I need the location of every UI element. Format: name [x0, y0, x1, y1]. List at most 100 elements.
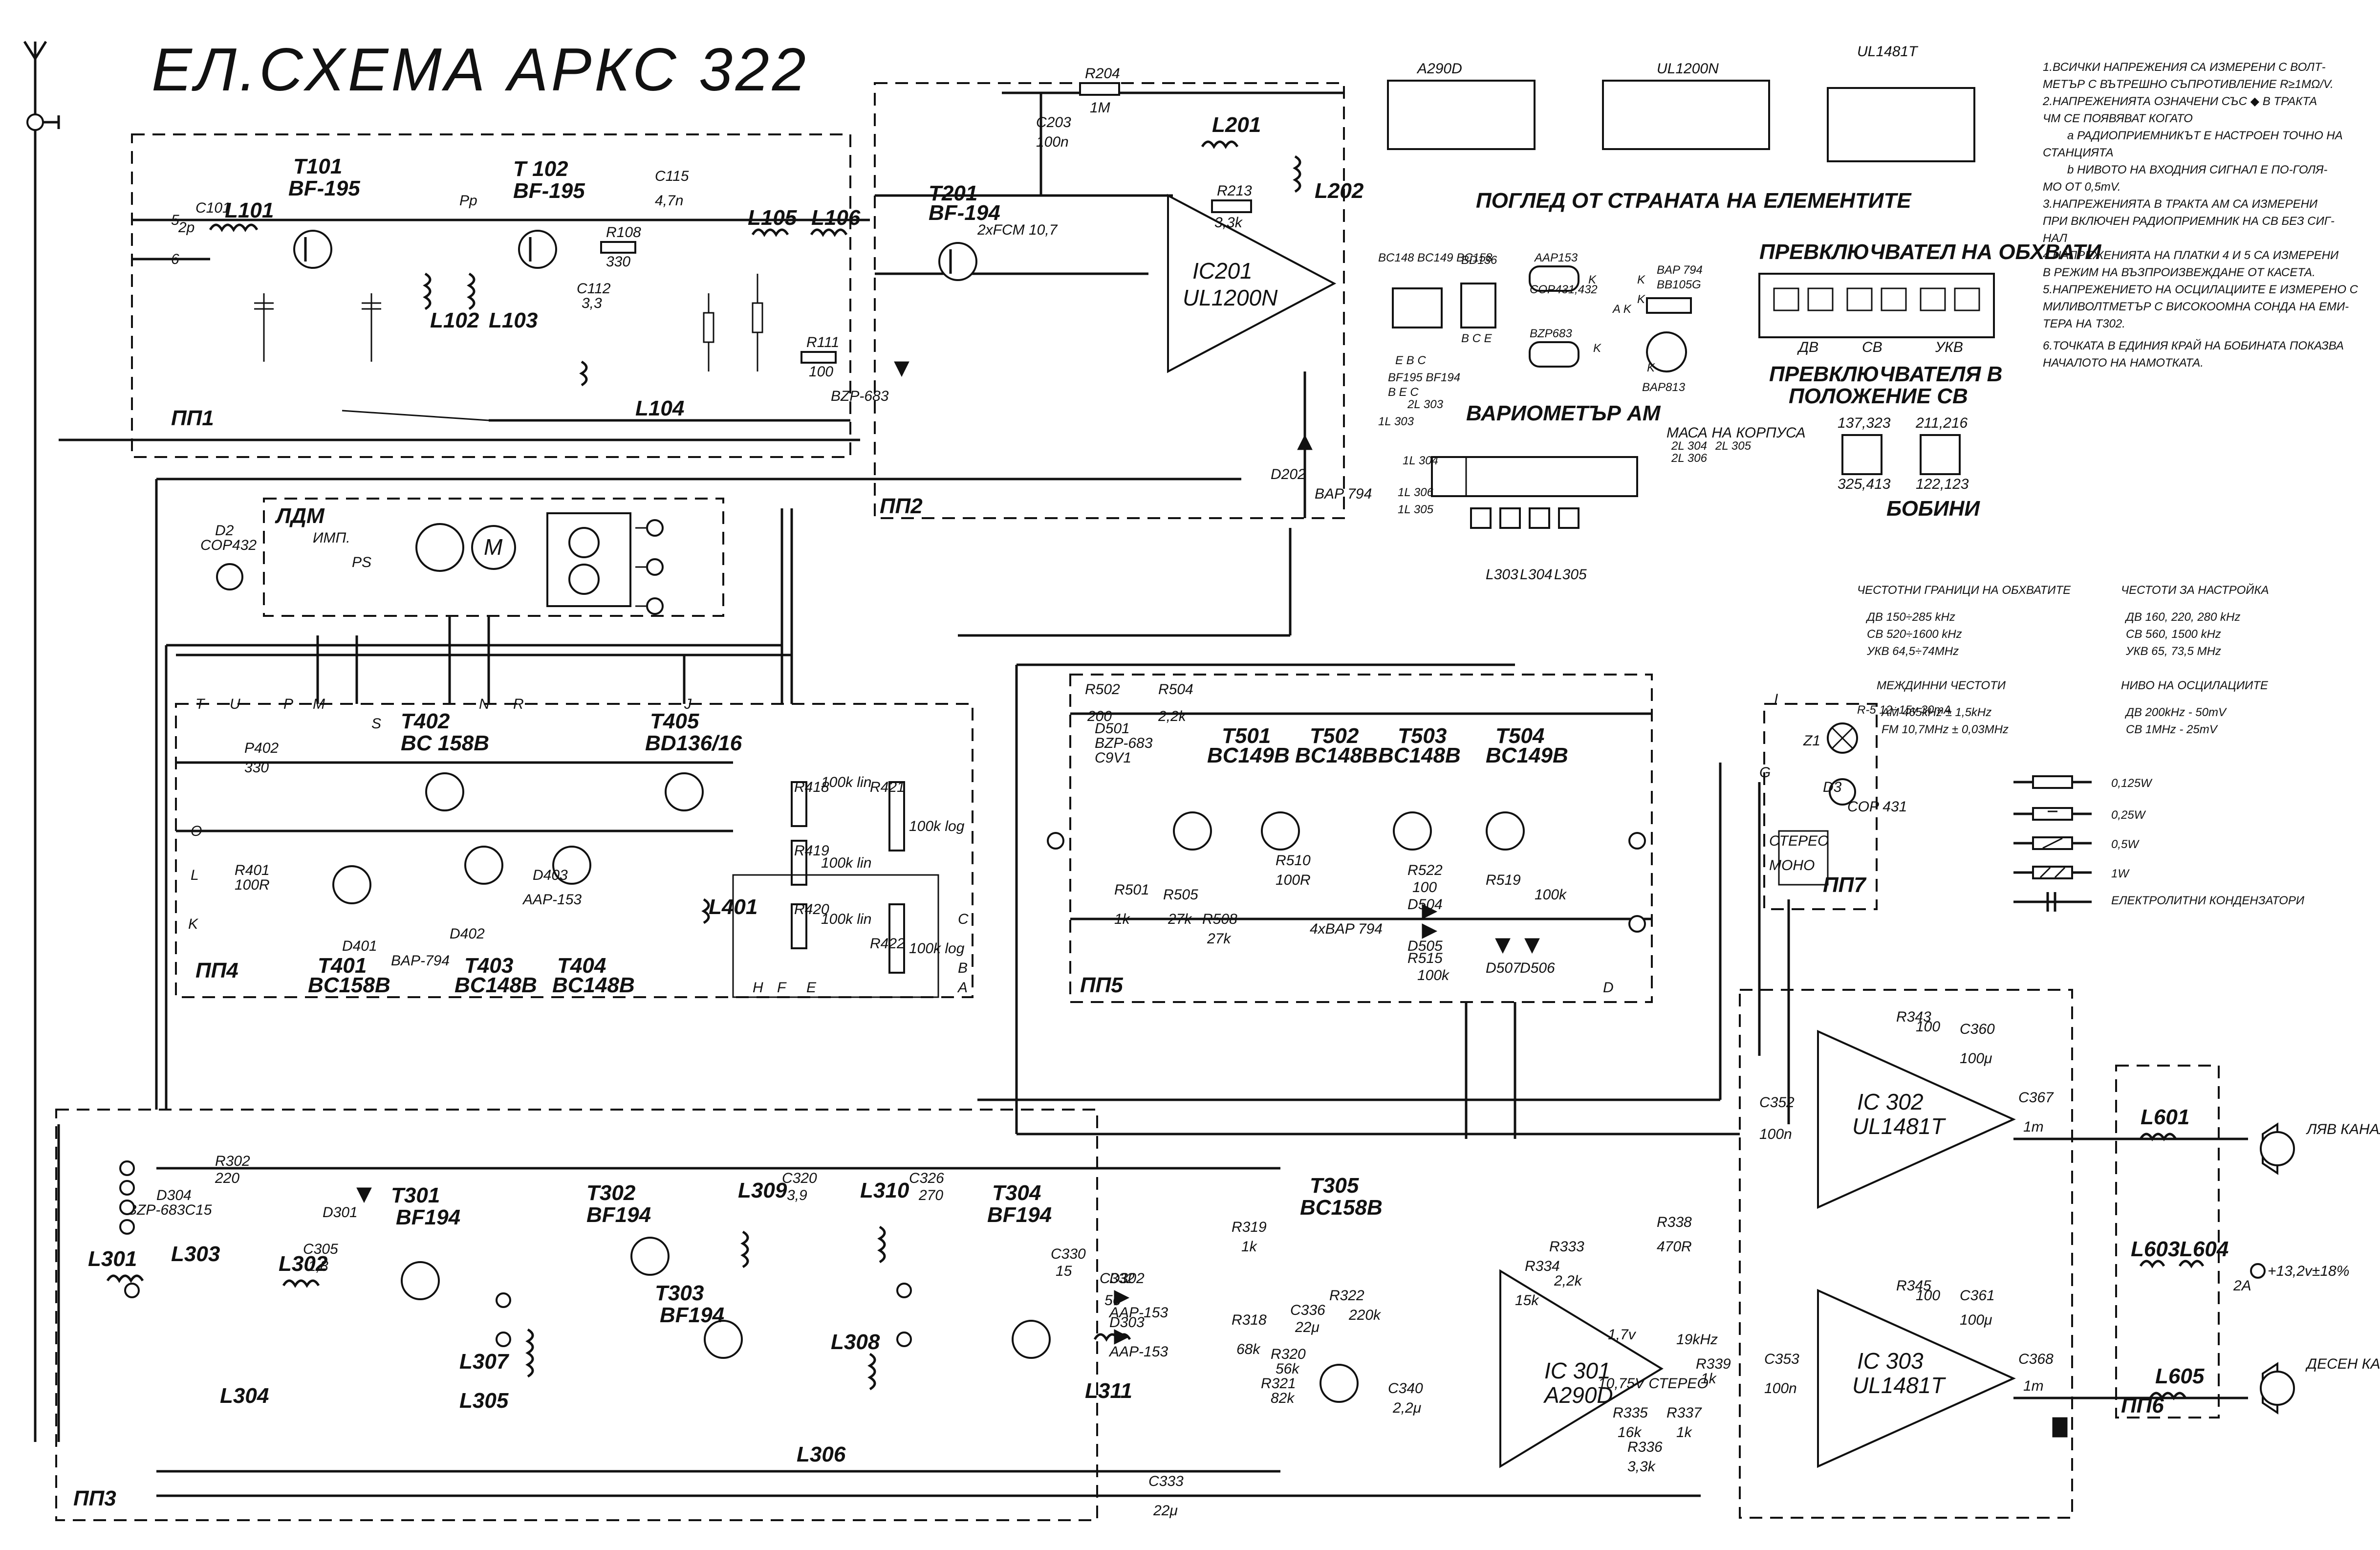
- l604-label: L604: [2180, 1237, 2229, 1261]
- pin-letter-m: M: [313, 696, 325, 712]
- pkg-a290d-label: A290D: [1416, 61, 1462, 77]
- pinout-5-types: BZP683: [1530, 327, 1572, 340]
- r345-label: R345: [1896, 1278, 1931, 1294]
- l106-label: L106: [811, 206, 861, 230]
- supply-label: +13,2v±18%: [2268, 1263, 2349, 1279]
- r322-value: 220k: [1348, 1307, 1382, 1323]
- r343-value: 100: [1916, 1019, 1940, 1035]
- c305-value: 1,8: [308, 1258, 328, 1274]
- board-pp7: [1763, 703, 1878, 910]
- osc-levels-title: НИВО НА ОСЦИЛАЦИИТЕ: [2121, 679, 2269, 692]
- pp5-circuit: T501 BC149B T502 BC148B T503 BC148B T504…: [1047, 681, 1652, 983]
- pinout-0-pins: E B C: [1395, 354, 1426, 367]
- ic302-name: IC 302: [1857, 1089, 1924, 1114]
- c336-label: C336: [1290, 1302, 1325, 1318]
- d401-type: BAP-794: [391, 953, 450, 969]
- t302-type: BF194: [586, 1203, 651, 1227]
- l306-label: L306: [797, 1442, 846, 1466]
- r321-label: R321: [1261, 1375, 1296, 1392]
- r339-value: 1k: [1701, 1371, 1717, 1387]
- supply-terminal-icon: [2250, 1263, 2266, 1279]
- c115-value: 4,7n: [655, 193, 683, 209]
- pinout-7-pins: K: [1637, 293, 1645, 306]
- ic302-type: UL1481T: [1852, 1113, 1946, 1139]
- l308-label: L308: [831, 1330, 880, 1354]
- pin-letter-k: K: [188, 916, 199, 932]
- t305-type: BC158B: [1300, 1196, 1383, 1220]
- pinout-4-pins: A K: [1612, 303, 1632, 316]
- r420-value: 100k lin: [821, 911, 871, 927]
- t401-label: T401: [318, 954, 367, 978]
- lamp-rating: R-5 12÷15v 30mA: [1857, 703, 1951, 717]
- pin-letter-o: O: [191, 823, 202, 839]
- board-pp6: [2115, 1065, 2220, 1419]
- variometer-title: ВАРИОМЕТЪР АМ: [1466, 401, 1661, 425]
- r504-value: 2,2k: [1158, 708, 1187, 724]
- legend-item-0: 0,125W: [2111, 777, 2153, 790]
- t501-type: BC149B: [1207, 743, 1290, 767]
- c368-label: C368: [2018, 1351, 2054, 1367]
- pinout-7-types: BB105G: [1657, 278, 1701, 291]
- r335-label: R335: [1613, 1405, 1648, 1421]
- pin-letter-t: T: [195, 696, 206, 712]
- osc-row-1: СВ 1MHz - 25mV: [2126, 723, 2218, 736]
- pp6-circuit: L601 L603 L604 L605: [2013, 1105, 2248, 1400]
- l305-label: L305: [459, 1389, 509, 1413]
- r319-value: 1k: [1241, 1239, 1258, 1255]
- semiconductor-pinouts: BC148 BC149 BC158 E B C BD136 B C E BF19…: [1378, 251, 1703, 399]
- r337-value: 1k: [1676, 1424, 1693, 1441]
- legend-item-1: 0,25W: [2111, 808, 2146, 822]
- r338-value: 470R: [1657, 1239, 1692, 1255]
- tuning-row-2: УКВ 65, 73,5 MHz: [2125, 645, 2221, 658]
- r418-value: 100k lin: [821, 774, 871, 790]
- l601-label: L601: [2141, 1105, 2189, 1129]
- c330-value: 15: [1056, 1263, 1072, 1279]
- note-line-2: 2.НАПРЕЖЕНИЯТА ОЗНАЧЕНИ СЪС ◆ В ТРАКТА: [2042, 95, 2317, 108]
- t503-label: T503: [1398, 724, 1447, 748]
- variometer-tap-2: 1L 305: [1398, 503, 1434, 516]
- tuning-row-0: ДВ 160, 220, 280 kHz: [2124, 611, 2240, 624]
- pin-letter-u: U: [230, 696, 240, 712]
- mass-label: МАСА НА КОРПУСА: [1666, 425, 1806, 441]
- ic201-type: UL1200N: [1183, 285, 1278, 310]
- note-line-0: 1.ВСИЧКИ НАПРЕЖЕНИЯ СА ИЗМЕРЕНИ С ВОЛТ-: [2043, 61, 2326, 74]
- d2-label: D2: [215, 523, 234, 539]
- d505-label: D505: [1407, 938, 1443, 954]
- r510-label: R510: [1276, 852, 1311, 869]
- r508-value: 27k: [1207, 931, 1232, 947]
- note-line-5: СТАНЦИЯТА: [2043, 146, 2114, 159]
- board-pp5: [1069, 674, 1653, 1003]
- note-line-11: 4.НАПРЕЖЕНИЯТА НА ПЛАТКИ 4 И 5 СА ИЗМЕРЕ…: [2043, 249, 2339, 262]
- v17-label: 1,7v: [1608, 1327, 1637, 1343]
- c360-value: 100μ: [1960, 1050, 1992, 1067]
- d302-label: D302: [1109, 1270, 1145, 1287]
- c336-value: 22μ: [1295, 1319, 1320, 1335]
- pinout-5-pins: K: [1593, 342, 1601, 355]
- fuse-label: 2A: [2233, 1278, 2251, 1294]
- t504-label: T504: [1495, 724, 1544, 748]
- c333-value: 22μ: [1153, 1503, 1178, 1519]
- r336-label: R336: [1627, 1439, 1663, 1455]
- pinout-2-pins: B E C: [1388, 386, 1419, 399]
- freq-range-row-1: СВ 520÷1600 kHz: [1867, 628, 1962, 641]
- note-line-14: МИЛИВОЛТМЕТЪР С ВИСОКООМНА СОНДА НА ЕМИ-: [2043, 300, 2349, 313]
- c101-value: 2p: [178, 219, 195, 236]
- t404-type: BC148B: [552, 973, 635, 997]
- freq-range-row-2: УКВ 64,5÷74MHz: [1866, 645, 1959, 658]
- variometer-tap-6: 2L 305: [1715, 439, 1752, 453]
- d303-type: AAP-153: [1108, 1344, 1168, 1360]
- r337-label: R337: [1666, 1405, 1702, 1421]
- c352-value: 100n: [1759, 1126, 1792, 1142]
- variometer-tap-7: 2L 306: [1671, 452, 1708, 465]
- pin-letter-s: S: [371, 716, 381, 732]
- ldm-block: ЛДМ ИМП. PS M: [263, 498, 724, 617]
- board-pp2-label: ПП2: [880, 494, 923, 518]
- note-line-8: 3.НАПРЕЖЕНИЯТА В ТРАКТА АМ СА ИЗМЕРЕНИ: [2043, 197, 2318, 211]
- t102-type: BF-195: [513, 179, 585, 203]
- stereo-voltage-label: 10,75V СТЕРЕО: [1598, 1375, 1709, 1392]
- left-channel-label: ЛЯВ КАНАЛ 4Ω: [2306, 1121, 2380, 1137]
- pinout-8-types: BAP813: [1642, 381, 1686, 394]
- d301-label: D301: [323, 1204, 358, 1221]
- pp3-circuit: T301 BF194 T302 BF194 T303 BF194 T304 BF…: [88, 1153, 1701, 1519]
